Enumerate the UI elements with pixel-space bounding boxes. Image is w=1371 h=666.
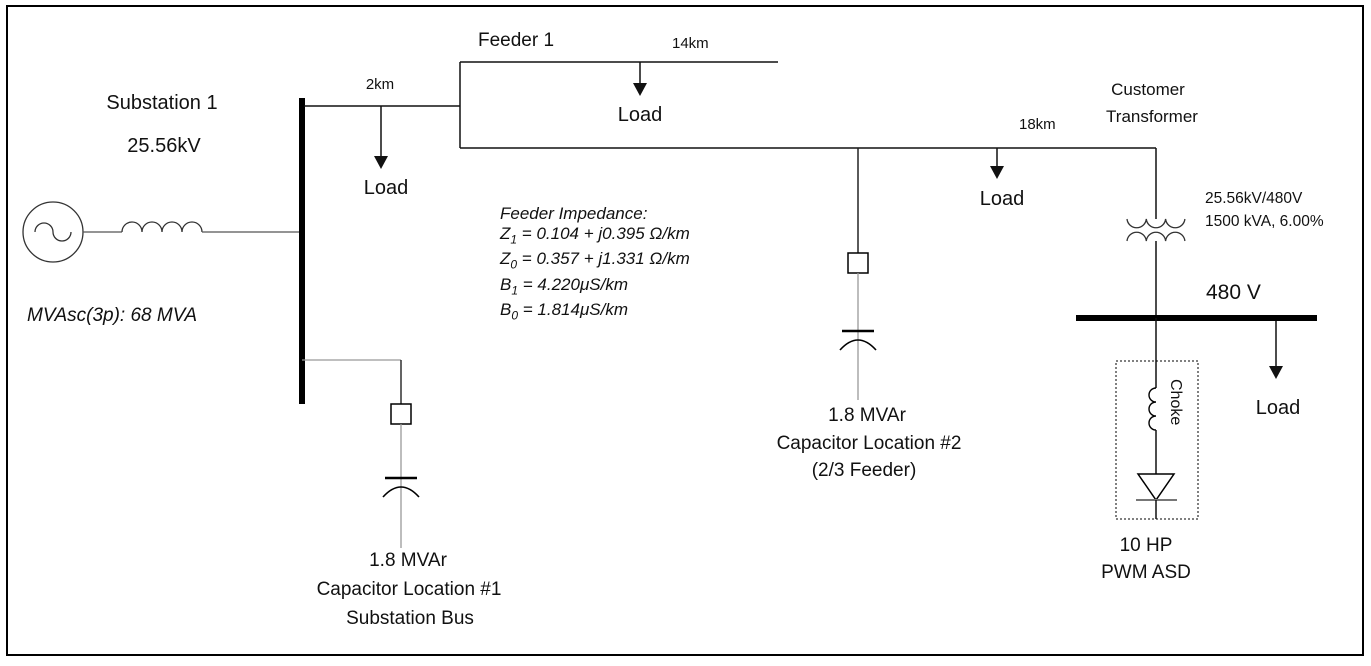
transformer-rating: 1500 kVA, 6.00% <box>1205 213 1324 230</box>
feeder-name: Feeder 1 <box>478 30 555 51</box>
diagram-border <box>6 5 1364 656</box>
impedance-line-z1: Z1 = 0.104 + j0.395 Ω/km <box>500 224 690 249</box>
asd-name: PWM ASD <box>1101 562 1191 583</box>
substation-name: Substation 1 <box>106 92 218 114</box>
capacitor2-icon <box>839 329 877 351</box>
impedance-symbol: B <box>500 274 512 294</box>
load-arrow-icon-1 <box>374 106 388 169</box>
capacitor1-name: Capacitor Location #1 <box>316 579 502 600</box>
impedance-symbol: B <box>500 300 512 320</box>
impedance-value: = 4.220μS/km <box>518 274 628 294</box>
capacitor1-branch <box>302 359 420 548</box>
capacitor2-switch-icon <box>847 252 869 274</box>
impedance-subscript: 0 <box>511 308 519 323</box>
impedance-subscript: 1 <box>511 283 519 298</box>
load-label-3: Load <box>979 188 1025 210</box>
transformer-ratio: 25.56kV/480V <box>1205 190 1303 207</box>
feeder-impedance-title: Feeder Impedance: <box>500 204 648 223</box>
impedance-value: = 0.104 + j0.395 Ω/km <box>517 224 690 243</box>
transformer-title-line2: Transformer <box>1106 107 1198 126</box>
impedance-subscript: 1 <box>510 232 518 247</box>
load-label-1: Load <box>363 177 409 199</box>
load-label-2: Load <box>617 104 663 126</box>
capacitor2-branch <box>839 148 877 400</box>
load-arrow-icon-2 <box>633 62 647 96</box>
impedance-subscript: 0 <box>510 257 518 272</box>
transformer-title-line1: Customer <box>1111 80 1185 99</box>
load-arrow-icon-3 <box>990 148 1004 179</box>
choke-inductor-icon <box>1148 387 1157 431</box>
choke-label: Choke <box>1167 379 1184 426</box>
asd-enclosure-box <box>1115 360 1199 520</box>
impedance-line-b0: B0 = 1.814μS/km <box>500 300 690 325</box>
impedance-line-z0: Z0 = 0.357 + j1.331 Ω/km <box>500 249 690 274</box>
capacitor1-position: Substation Bus <box>346 608 474 629</box>
impedance-symbol: Z <box>500 249 511 269</box>
substation-voltage: 25.56kV <box>127 135 201 157</box>
impedance-line-b1: B1 = 4.220μS/km <box>500 275 690 300</box>
load-arrow-icon-4 <box>1269 318 1283 379</box>
feeder-distance-14km: 14km <box>672 35 709 52</box>
feeder-impedance-block: Feeder Impedance: Z1 = 0.104 + j0.395 Ω/… <box>500 204 690 326</box>
transformer-icon <box>1126 218 1186 242</box>
load-label-4: Load <box>1255 397 1301 419</box>
lv-bus-voltage: 480 V <box>1206 281 1261 304</box>
impedance-symbol: Z <box>500 224 511 243</box>
ac-source-icon <box>22 201 84 263</box>
capacitor2-rating: 1.8 MVAr <box>828 405 906 426</box>
capacitor1-rating: 1.8 MVAr <box>369 550 447 571</box>
impedance-value: = 1.814μS/km <box>518 300 628 320</box>
source-inductor-icon <box>121 221 203 233</box>
asd-power: 10 HP <box>1119 535 1173 556</box>
capacitor1-switch-icon <box>390 403 412 425</box>
capacitor2-name: Capacitor Location #2 <box>776 433 962 454</box>
feeder-distance-18km: 18km <box>1019 116 1056 133</box>
feeder-distance-2km: 2km <box>365 76 395 93</box>
sine-wave-icon <box>34 222 72 242</box>
diode-icon <box>1136 473 1177 502</box>
impedance-value: = 0.357 + j1.331 Ω/km <box>517 249 690 269</box>
capacitor1-icon <box>382 476 420 498</box>
capacitor2-position: (2/3 Feeder) <box>811 460 917 481</box>
short-circuit-mva-label: MVAsc(3p): 68 MVA <box>27 305 198 326</box>
